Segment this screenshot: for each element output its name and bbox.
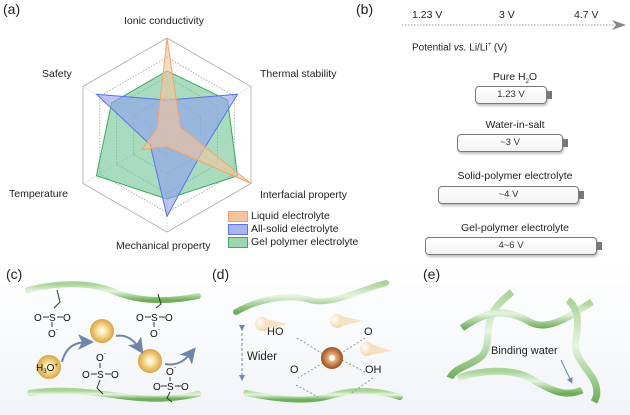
legend-label-gel-polymer: Gel polymer electrolyte [251, 236, 359, 248]
proton-ion [90, 319, 114, 343]
panel-label-c: (c) [6, 266, 23, 282]
potential-tick-2: 3 V [499, 9, 515, 21]
battery-terminal [547, 91, 552, 99]
svg-text:O: O [111, 370, 119, 381]
svg-text:O: O [48, 329, 56, 340]
battery-terminal [597, 242, 602, 250]
polymer-chain-top [25, 281, 201, 304]
svg-text:O: O [82, 370, 90, 381]
svg-text:-: - [174, 365, 176, 371]
hop-arrow [61, 334, 94, 363]
legend-swatch-liquid [228, 211, 248, 222]
potential-axis-label: Potential vs. Li/Li+ (V) [412, 42, 508, 54]
battery-value-water-in-salt: ~3 V [500, 137, 520, 148]
svg-text:O: O [136, 313, 144, 324]
battery-terminal [579, 191, 584, 199]
svg-text:-: - [158, 327, 160, 333]
polymer-strand [456, 367, 584, 397]
water-molecule [360, 342, 392, 356]
svg-text:O: O [63, 313, 71, 324]
legend-label-all-solid: All-solid electrolyte [251, 223, 339, 235]
polymer-chain-bottom [27, 387, 201, 402]
hydronium-label: H3O+ [36, 363, 58, 375]
binding-water-label: Binding water [491, 345, 558, 357]
panel-label-d: (d) [212, 266, 230, 282]
svg-text:O: O [150, 329, 158, 340]
svg-text:S: S [151, 313, 158, 324]
panel-label-b: (b) [356, 1, 374, 17]
oxygen-label: O [34, 313, 42, 324]
ligand-label: O [290, 364, 299, 376]
potential-tick-3: 4.7 V [574, 9, 599, 21]
axis-label-temperature: Temperature [9, 188, 68, 200]
potential-axis-arrow [402, 20, 626, 30]
radar-chart [82, 37, 252, 233]
axis-label-mechanical-property: Mechanical property [116, 240, 211, 252]
polymer-strand [459, 299, 594, 331]
legend-item-all-solid: All-solid electrolyte [228, 223, 358, 236]
svg-text:O: O [153, 382, 161, 393]
water-molecule [330, 314, 363, 328]
svg-text:O: O [96, 353, 104, 364]
axis-label-thermal-stability: Thermal stability [260, 68, 337, 80]
battery-solid-polymer: ~4 V [438, 186, 584, 204]
battery-title-pure-water: Pure H2O [492, 71, 538, 86]
panel-e-polymer-network [446, 289, 601, 404]
polymer-network [446, 289, 601, 404]
binding-water-arrow [560, 359, 573, 384]
battery-title-gel-polymer: Gel-polymer electrolyte [461, 222, 569, 234]
radar-series-liquid-electrolyte [140, 37, 252, 184]
radar-series [95, 37, 252, 218]
hydronium-ion [37, 355, 61, 379]
polymer-chain-top [233, 280, 389, 315]
ligand-label: O [364, 326, 373, 338]
battery-title-water-in-salt: Water-in-salt [485, 119, 545, 131]
axis-label-interfacial-property: Interfacial property [260, 189, 347, 201]
svg-text:-: - [56, 327, 58, 333]
battery-value-solid-polymer: ~4 V [498, 189, 519, 200]
battery-gel-polymer: 4~6 V [425, 237, 602, 255]
panel-d-metal-coordination [233, 280, 403, 403]
svg-text:O: O [166, 367, 174, 378]
battery-value-gel-polymer: 4~6 V [498, 240, 524, 251]
panel-label-e: (e) [423, 266, 441, 282]
battery-value-pure-water: 1.23 V [497, 89, 525, 100]
chart-legend: Liquid electrolyte All-solid electrolyte… [228, 210, 358, 249]
wider-label: Wider [247, 351, 278, 363]
axis-label-ionic-conductivity: Ionic conductivity [124, 15, 204, 27]
svg-text:S: S [97, 370, 104, 381]
legend-label-liquid: Liquid electrolyte [251, 210, 330, 222]
polymer-strand [446, 289, 515, 380]
ligand-label: HO [267, 326, 284, 338]
legend-swatch-gel-polymer [228, 237, 248, 248]
svg-text:S: S [167, 382, 174, 393]
legend-item-liquid: Liquid electrolyte [228, 210, 358, 223]
hop-arrow [164, 347, 196, 366]
battery-title-solid-polymer: Solid-polymer electrolyte [457, 170, 573, 182]
legend-item-gel-polymer: Gel polymer electrolyte [228, 236, 358, 249]
svg-text:S: S [49, 313, 56, 324]
svg-text:-: - [104, 351, 106, 357]
hop-arrow [115, 334, 144, 354]
svg-text:O: O [165, 313, 173, 324]
polymer-strand [565, 297, 601, 404]
svg-text:O: O [181, 382, 189, 393]
battery-terminal [563, 139, 568, 147]
legend-swatch-all-solid [228, 224, 248, 235]
potential-tick-1: 1.23 V [412, 9, 443, 21]
ligand-label: OH [365, 364, 382, 376]
polymer-chain-bottom [243, 387, 403, 403]
battery-water-in-salt: ~3 V [457, 134, 568, 152]
axis-label-safety: Safety [42, 68, 72, 80]
proton-ion [138, 349, 162, 373]
radar-series-all-solid-electrolyte [95, 93, 239, 218]
battery-pure-water: 1.23 V [475, 86, 552, 104]
water-molecule [255, 317, 288, 331]
panel-label-a: (a) [3, 1, 21, 17]
